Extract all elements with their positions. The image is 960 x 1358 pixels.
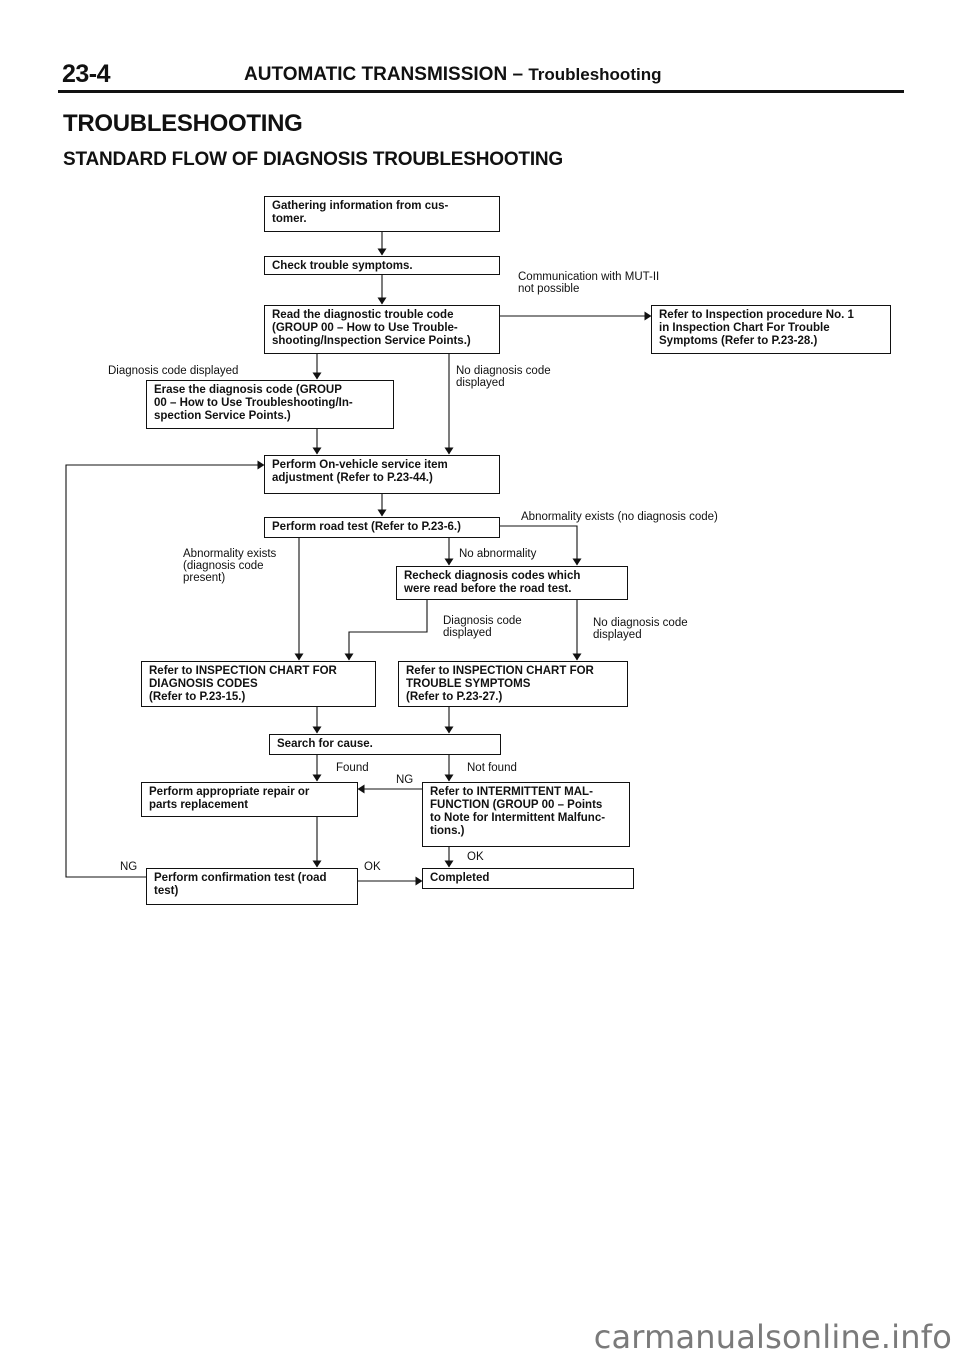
label-abnormality-no-code: Abnormality exists (no diagnosis code) bbox=[521, 511, 718, 523]
section-header: AUTOMATIC TRANSMISSION – Troubleshooting bbox=[244, 64, 661, 86]
page-subheading: STANDARD FLOW OF DIAGNOSIS TROUBLESHOOTI… bbox=[63, 149, 564, 170]
intermittent-malfunction-box: Refer to INTERMITTENT MAL- FUNCTION (GRO… bbox=[422, 782, 630, 847]
page-heading: TROUBLESHOOTING bbox=[63, 110, 303, 137]
label-diag-code-displayed-2: Diagnosis code displayed bbox=[443, 615, 522, 639]
read-codes-box: Read the diagnostic trouble code (GROUP … bbox=[264, 305, 500, 354]
road-test-box: Perform road test (Refer to P.23-6.) bbox=[264, 517, 500, 538]
title-separator: – bbox=[507, 64, 529, 85]
label-not-found: Not found bbox=[467, 762, 517, 774]
refer-inspection-no1-box: Refer to Inspection procedure No. 1 in I… bbox=[651, 305, 891, 354]
label-found: Found bbox=[336, 762, 369, 774]
recheck-codes-box: Recheck diagnosis codes which were read … bbox=[396, 566, 628, 600]
label-abnormality-code-present: Abnormality exists (diagnosis code prese… bbox=[183, 548, 277, 584]
label-no-diag-code-displayed: No diagnosis code displayed bbox=[456, 365, 551, 389]
label-ng-confirmation: NG bbox=[120, 861, 138, 873]
section-subtitle: Troubleshooting bbox=[528, 65, 662, 84]
gather-info-box: Gathering information from cus- tomer. bbox=[264, 196, 500, 232]
label-ng-intermittent: NG bbox=[396, 774, 414, 786]
section-title: AUTOMATIC TRANSMISSION bbox=[244, 64, 508, 85]
chart-diagnosis-codes-box: Refer to INSPECTION CHART FOR DIAGNOSIS … bbox=[141, 661, 376, 707]
completed-box: Completed bbox=[422, 868, 634, 889]
chart-trouble-symptoms-box: Refer to INSPECTION CHART FOR TROUBLE SY… bbox=[398, 661, 628, 707]
search-cause-box: Search for cause. bbox=[269, 734, 501, 755]
repair-box: Perform appropriate repair or parts repl… bbox=[141, 782, 358, 817]
watermark: carmanualsonline.info bbox=[593, 1318, 952, 1356]
page-number: 23-4 bbox=[62, 60, 111, 88]
erase-codes-box: Erase the diagnosis code (GROUP 00 – How… bbox=[146, 380, 394, 429]
label-comm-not-possible: Communication with MUT-II not possible bbox=[518, 271, 660, 295]
label-ok-intermittent: OK bbox=[467, 851, 484, 863]
onvehicle-service-box: Perform On-vehicle service item adjustme… bbox=[264, 455, 500, 494]
label-no-diag-code-displayed-2: No diagnosis code displayed bbox=[593, 617, 688, 641]
confirmation-test-box: Perform confirmation test (road test) bbox=[146, 868, 358, 905]
label-no-abnormality: No abnormality bbox=[459, 548, 537, 560]
label-diag-code-displayed: Diagnosis code displayed bbox=[108, 365, 239, 377]
header-rule bbox=[58, 90, 904, 93]
label-ok-confirmation: OK bbox=[364, 861, 381, 873]
check-symptoms-box: Check trouble symptoms. bbox=[264, 256, 500, 275]
